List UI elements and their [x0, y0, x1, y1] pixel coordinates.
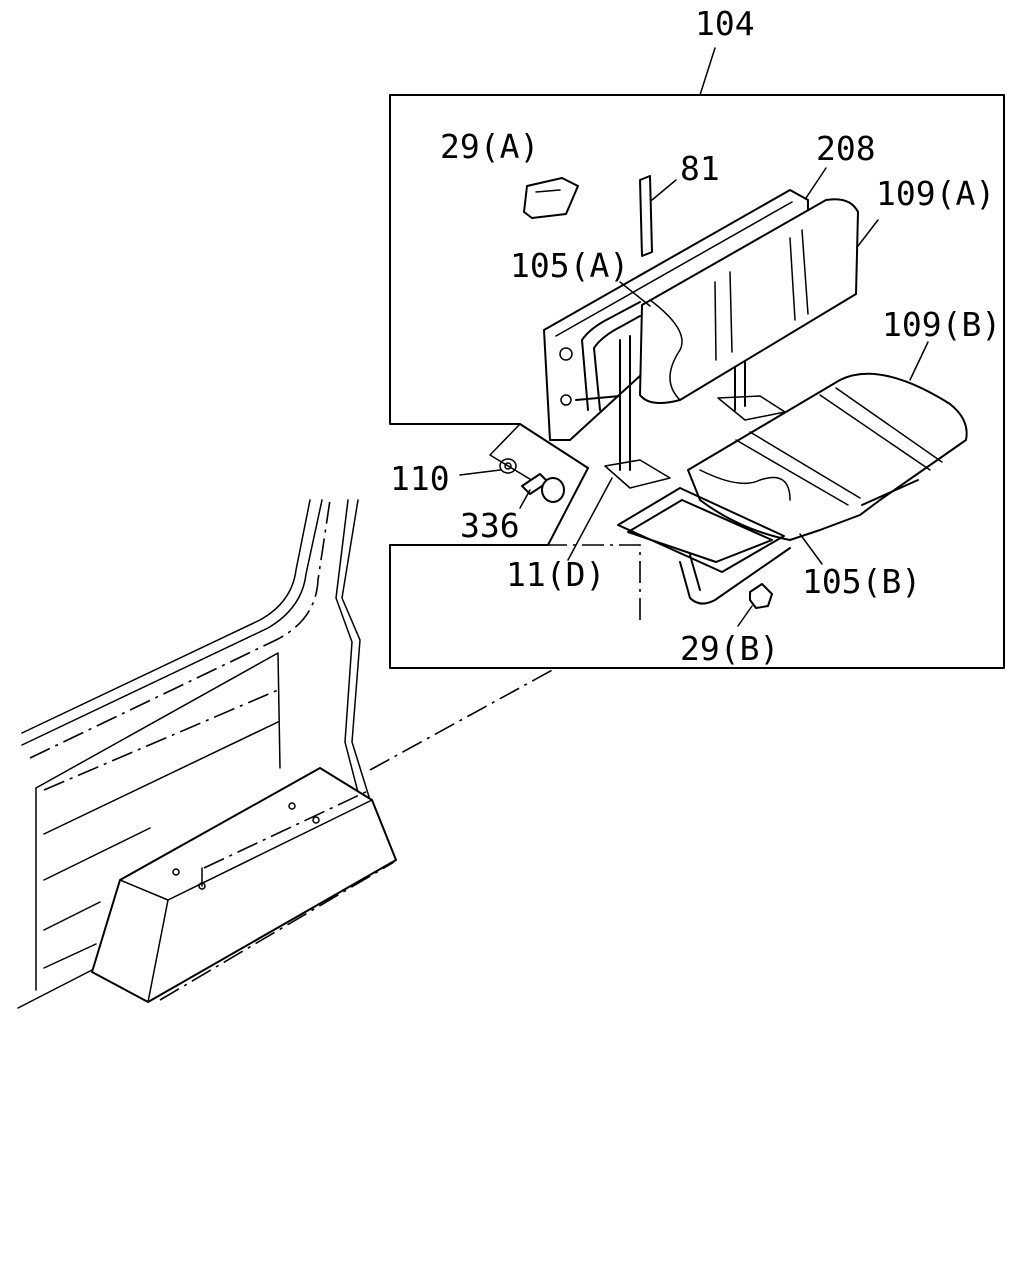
clip-29a	[523, 177, 579, 219]
seat-assembly	[604, 372, 968, 605]
vehicle-interior	[17, 499, 397, 1009]
bolt-336	[521, 473, 565, 503]
label-seat-cushion-109b: 109(B)	[882, 305, 1001, 344]
label-cap-29b: 29(B)	[680, 629, 779, 668]
leader-lines	[459, 167, 929, 627]
label-seat-frame-105b: 105(B)	[802, 562, 921, 601]
strap-81	[639, 175, 653, 257]
label-backboard-208: 208	[816, 129, 876, 168]
label-strap-81: 81	[680, 149, 720, 188]
assembly-leader-line	[369, 667, 557, 771]
label-bolt-336: 336	[460, 506, 520, 545]
washer-110	[499, 458, 517, 474]
label-back-cushion-109a: 109(A)	[876, 174, 995, 213]
label-washer-110: 110	[390, 459, 450, 498]
cap-29b	[749, 583, 773, 609]
label-leg-11d: 11(D)	[506, 555, 605, 594]
label-back-frame-105a: 105(A)	[510, 246, 629, 285]
label-assembly-104: 104	[695, 4, 755, 43]
label-clip-29a: 29(A)	[440, 127, 539, 166]
assembly-box	[389, 47, 1005, 669]
backrest-assembly	[543, 189, 859, 471]
